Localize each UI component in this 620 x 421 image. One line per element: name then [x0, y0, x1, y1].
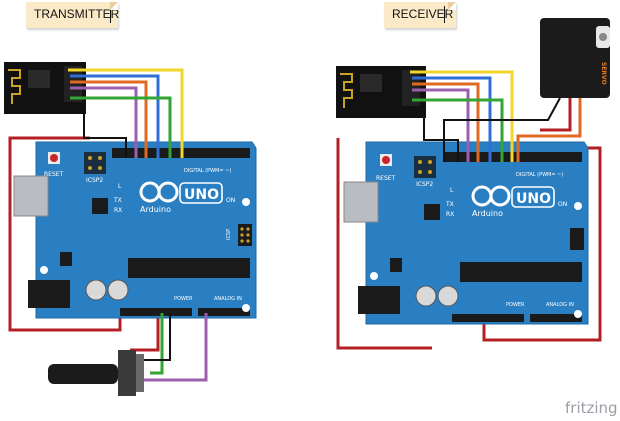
arduino-logo [139, 181, 179, 203]
analog-label-receiver: ANALOG IN [546, 302, 574, 308]
icsp-label: ICSP [226, 229, 232, 240]
uno-logo-receiver: UNO [516, 191, 551, 207]
tx-wire-blue [70, 74, 160, 158]
servo-motor: SERVO [540, 18, 610, 98]
text-cursor [444, 6, 445, 23]
digital-label-receiver: DIGITAL (PWM= ~) [516, 172, 563, 178]
servo-label: SERVO [600, 62, 607, 85]
on-label: ON [226, 197, 235, 204]
uno-logo: UNO [184, 187, 219, 203]
rx-wire-green [412, 98, 504, 162]
icsp2-label-receiver: ICSP2 [416, 181, 433, 188]
tx-vcc-wire-red [130, 313, 160, 352]
led-rx-label: RX [114, 207, 122, 214]
led-l-label-receiver: L [450, 187, 454, 194]
rx-power-wire-red [336, 138, 432, 350]
receiver-note-text: RECEIVER [392, 7, 454, 21]
pot-wire-green [150, 313, 164, 375]
tx-power-wire-red [8, 136, 122, 332]
led-tx-label-receiver: TX [445, 201, 454, 208]
on-label-receiver: ON [558, 201, 567, 208]
led-rx-label-receiver: RX [446, 211, 454, 218]
icsp2-label: ICSP2 [86, 177, 103, 184]
rx-wire-purple [412, 88, 470, 162]
tx-wire-orange [70, 80, 148, 158]
power-label: POWER [174, 296, 193, 302]
arduino-logo-receiver [471, 185, 511, 207]
servo-wire-orange [516, 98, 582, 162]
power-label-receiver: POWER [506, 302, 525, 308]
fritzing-watermark: fritzing [565, 399, 618, 417]
arduino-wordmark: Arduino [140, 205, 171, 214]
tx-wire-green [70, 96, 172, 158]
rx-wire-black [423, 112, 459, 162]
transmitter-note: TRANSMITTER [26, 2, 120, 28]
digital-label: DIGITAL (PWM= ~) [184, 168, 231, 174]
tx-wire-black [83, 108, 127, 158]
arduino-board-receiver: UNO Arduino RESET ICSP2 DIGITAL (PWM= ~)… [343, 141, 589, 325]
note-fold [448, 2, 456, 10]
rx-wire-orange [412, 82, 480, 162]
tx-wire-yellow [68, 68, 184, 158]
potentiometer [48, 350, 144, 396]
rx-vcc-wire-red [482, 146, 602, 342]
servo-wire-red [540, 98, 572, 132]
receiver-note: RECEIVER [384, 2, 456, 28]
rx-wire-yellow [410, 70, 514, 162]
arduino-board-transmitter: UNO Arduino RESET ICSP2 DIGITAL (PWM= ~)… [13, 141, 257, 319]
led-l-label: L [118, 183, 122, 190]
pot-wire-black [144, 313, 171, 361]
led-tx-label: TX [113, 197, 122, 204]
nrf24-module-receiver [336, 66, 426, 118]
transmitter-note-text: TRANSMITTER [34, 7, 120, 21]
servo-wire-black [443, 97, 561, 162]
arduino-wordmark-receiver: Arduino [472, 209, 503, 218]
note-fold [110, 2, 118, 10]
tx-wire-purple [70, 86, 138, 158]
pot-wire-purple [144, 313, 208, 382]
reset-label: RESET [44, 171, 64, 178]
reset-label-receiver: RESET [376, 175, 396, 182]
text-cursor [110, 6, 111, 23]
analog-label: ANALOG IN [214, 296, 242, 302]
rx-wire-blue [412, 76, 492, 162]
